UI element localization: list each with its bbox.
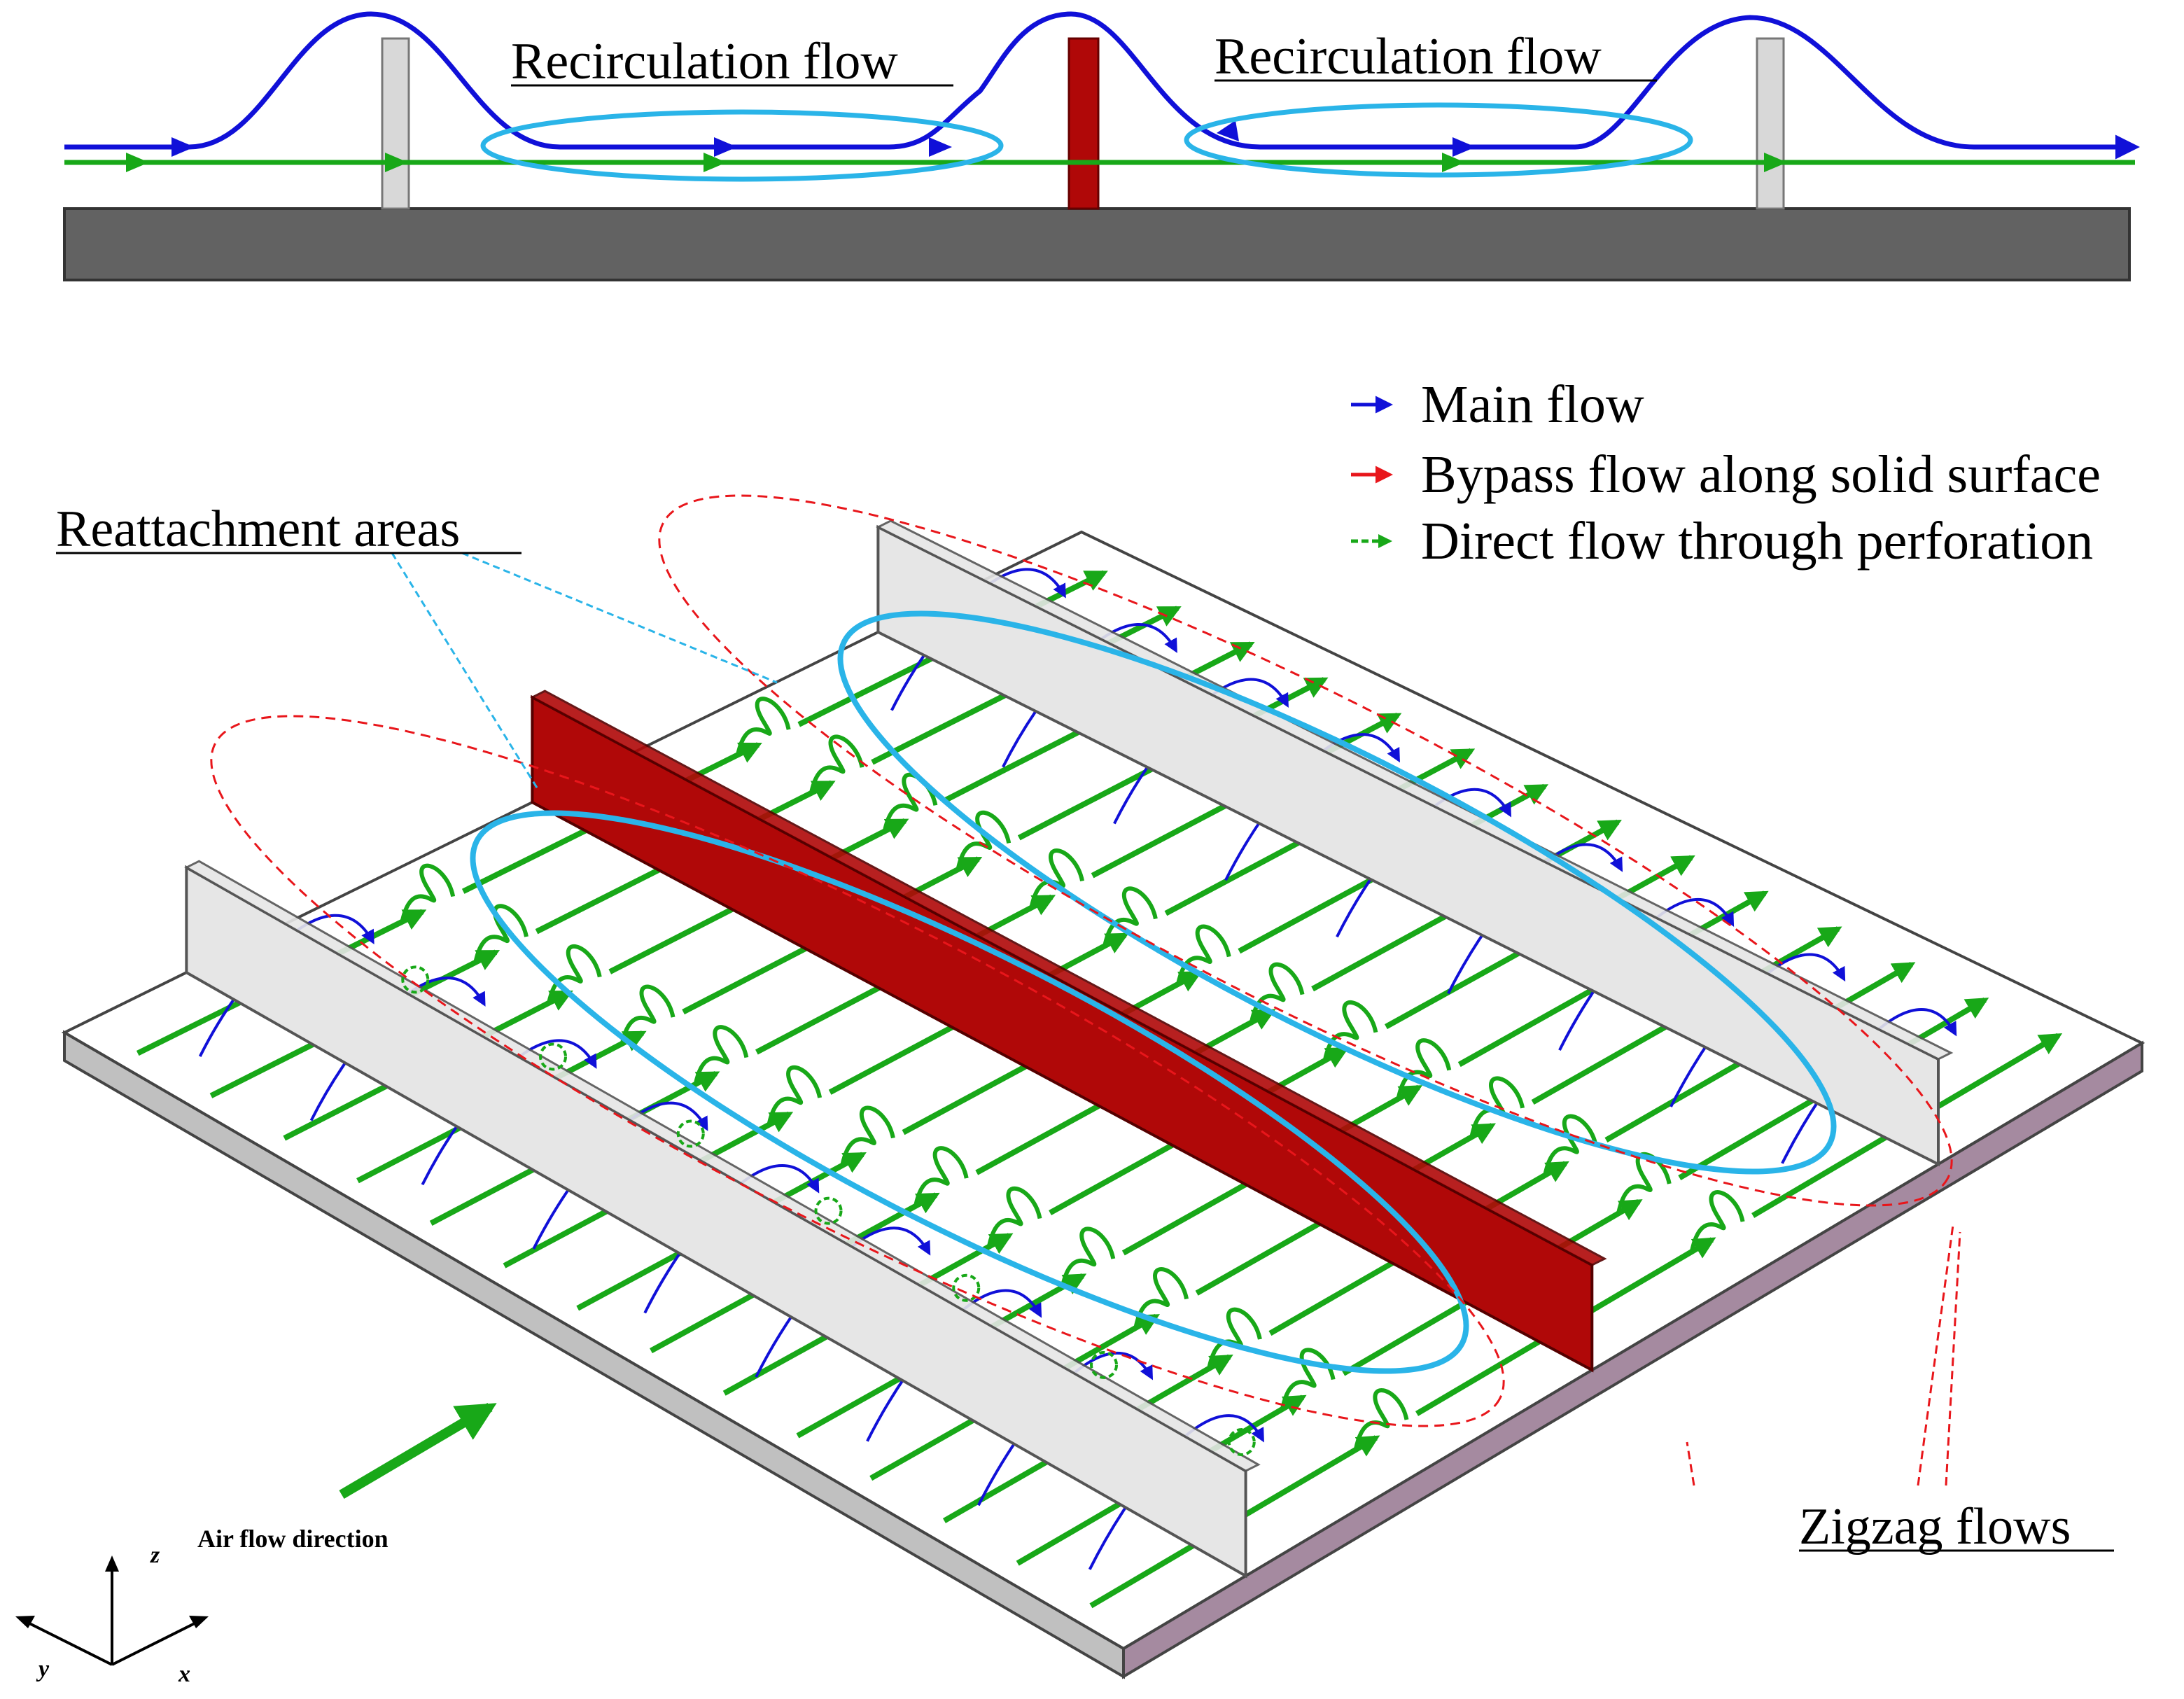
air-flow-arrow [339, 1402, 497, 1499]
direct-flow-streamlines [136, 570, 2063, 1609]
top-main-flow-head [1452, 137, 1476, 157]
reattachment-leader-1 [391, 552, 540, 792]
top-main-flow-head [1217, 120, 1239, 141]
zigzag-streamline [840, 1105, 895, 1166]
top-direct-flow-arrowheads [126, 153, 1787, 172]
zigzag-streamline [1353, 1388, 1409, 1450]
vortex-marker [814, 1196, 843, 1225]
axis-y-line [27, 1621, 113, 1666]
zigzag-streamline [1469, 1076, 1525, 1138]
legend-direct-flow-label: Direct flow through perforation [1421, 512, 2093, 571]
recirculation-label-left: Recirculation flow [511, 33, 898, 90]
reattachment-label: Reattachment areas [56, 501, 460, 558]
zigzag-streamline [736, 697, 791, 755]
zigzag-streamline [473, 904, 528, 963]
axis-y-label: y [36, 1656, 50, 1682]
zigzag-streamline [766, 1065, 822, 1126]
recirculation-label-right: Recirculation flow [1214, 28, 1602, 85]
top-direct-flow-head [704, 153, 727, 172]
vortex-marker [676, 1119, 705, 1148]
zigzag-flow-streamlines [400, 697, 1745, 1450]
zigzag-streamline [1689, 1190, 1745, 1252]
vortex-marker [952, 1273, 981, 1302]
legend-main-flow-label: Main flow [1421, 375, 1644, 434]
top-base-plate [63, 207, 2131, 281]
zigzag-streamline [693, 1025, 749, 1085]
coordinate-axes: z x y [15, 1542, 209, 1687]
axis-z-label: z [150, 1542, 160, 1568]
plate-side-face [1122, 1040, 2143, 1679]
zigzag-leader-1 [1686, 1441, 1695, 1486]
zigzag-streamline [1133, 1267, 1189, 1329]
zigzag-streamline [1176, 924, 1231, 985]
recirculation-zone-3d-left [470, 810, 1469, 1374]
reattachment-leader-2 [461, 552, 778, 684]
axis-x-label: x [178, 1661, 190, 1687]
zigzag-label: Zigzag flows [1799, 1498, 2071, 1555]
vortex-marker [1090, 1350, 1119, 1379]
top-direct-flow-head [385, 153, 408, 172]
zigzag-leader-3 [1945, 1231, 1961, 1486]
zigzag-streamline [620, 984, 676, 1044]
top-main-flow-arrowheads [172, 120, 1476, 157]
perforated-rib-front-top [184, 860, 1261, 1472]
top-main-flow-head [714, 137, 737, 157]
solid-rib-center-top [530, 690, 1607, 1266]
top-direct-flow-head [126, 153, 149, 172]
zigzag-streamline [1543, 1114, 1598, 1176]
zigzag-streamline [400, 863, 456, 923]
vortex-marker [401, 965, 430, 994]
top-perforated-rib-left [381, 37, 410, 210]
zigzag-streamline [1322, 1000, 1378, 1061]
zigzag-zone-left [210, 715, 1505, 1427]
legend: Main flow Bypass flow along solid surfac… [1351, 375, 2101, 571]
zigzag-streamline [1060, 1226, 1116, 1288]
legend-bypass-flow-label: Bypass flow along solid surface [1421, 445, 2101, 504]
top-perforated-rib-right [1756, 37, 1785, 210]
top-direct-flow-head [1442, 153, 1465, 172]
axis-z-head [105, 1555, 119, 1572]
zigzag-streamline [913, 1146, 969, 1207]
axis-x-line [111, 1621, 197, 1666]
isometric-view: Reattachment areas Zigzag flows Air flow… [15, 494, 2146, 1687]
top-main-flow-head [929, 137, 952, 157]
vortex-markers [401, 965, 1256, 1456]
vortex-marker [1227, 1428, 1256, 1456]
zigzag-streamline [1029, 848, 1084, 909]
top-main-flow-head [172, 137, 195, 157]
top-side-view: Recirculation flow Recirculation flow [63, 11, 2140, 281]
zigzag-streamline [986, 1186, 1042, 1247]
zigzag-streamline [1249, 962, 1305, 1023]
zigzag-leader-2 [1917, 1224, 1954, 1486]
recirculation-zone-3d-right [837, 610, 1837, 1175]
top-main-flow-line [64, 11, 2140, 160]
recirculation-zone-left [480, 109, 1004, 182]
axis-x-head [189, 1616, 209, 1628]
zigzag-streamline [955, 810, 1011, 870]
recirculation-zone-right [1184, 102, 1693, 178]
air-flow-label: Air flow direction [197, 1525, 388, 1553]
ribs [184, 519, 1954, 1579]
zigzag-zone-right [658, 494, 1953, 1207]
vortex-marker [539, 1042, 568, 1071]
zigzag-streamline [1102, 886, 1158, 946]
zigzag-streamline [808, 734, 864, 794]
top-direct-flow-head [1764, 153, 1787, 172]
perforated-rib-back-top [876, 519, 1954, 1061]
zigzag-streamline [547, 944, 602, 1004]
zigzag-streamline [1396, 1038, 1452, 1100]
top-solid-rib-center [1068, 37, 1100, 210]
axis-y-head [15, 1616, 35, 1628]
zigzag-streamline [1280, 1348, 1336, 1410]
